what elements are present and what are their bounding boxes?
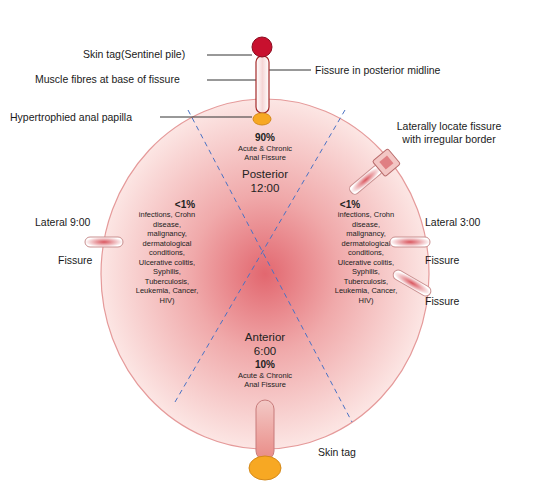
anal-canal-oval xyxy=(101,99,429,449)
sentinel-pile xyxy=(252,37,272,57)
skin-tag xyxy=(249,456,281,480)
zone-text: 10% xyxy=(235,359,295,371)
callout-label: Fissure xyxy=(58,254,92,267)
zone-text: infections, Crohn disease, malignancy, d… xyxy=(333,210,399,305)
zone-text: Anterior xyxy=(220,331,310,344)
zone-text: <1% xyxy=(165,199,205,211)
callout-label: Fissure xyxy=(425,254,459,267)
callout-label: Skin tag(Sentinel pile) xyxy=(83,48,185,61)
zone-text: 6:00 xyxy=(220,345,310,358)
zone-text: Posterior xyxy=(220,168,310,181)
zone-text: Acute & Chronic Anal Fissure xyxy=(235,371,295,389)
callout-label: Lateral 9:00 xyxy=(35,216,90,229)
zone-text: Acute & Chronic Anal Fissure xyxy=(235,144,295,162)
callout-label: Lateral 3:00 xyxy=(425,216,480,229)
callout-label: Fissure xyxy=(425,295,459,308)
zone-text: 12:00 xyxy=(220,182,310,195)
leader-line xyxy=(207,80,256,81)
callout-label: Fissure in posterior midline xyxy=(315,64,440,77)
callout-label: Skin tag xyxy=(318,446,356,459)
zone-text: infections, Crohn disease, malignancy, d… xyxy=(134,210,200,305)
callout-label: Laterally locate fissure with irregular … xyxy=(393,120,505,146)
callout-label: Hypertrophied anal papilla xyxy=(10,111,132,124)
callout-label: Muscle fibres at base of fissure xyxy=(35,73,180,86)
leader-line xyxy=(207,55,252,56)
sector-divider xyxy=(175,110,345,402)
zone-text: 90% xyxy=(235,132,295,144)
zone-text: <1% xyxy=(330,199,370,211)
clock-oval: 90%Acute & Chronic Anal FissurePosterior… xyxy=(100,98,430,450)
leader-line xyxy=(269,70,311,71)
sector-divider xyxy=(188,110,352,422)
